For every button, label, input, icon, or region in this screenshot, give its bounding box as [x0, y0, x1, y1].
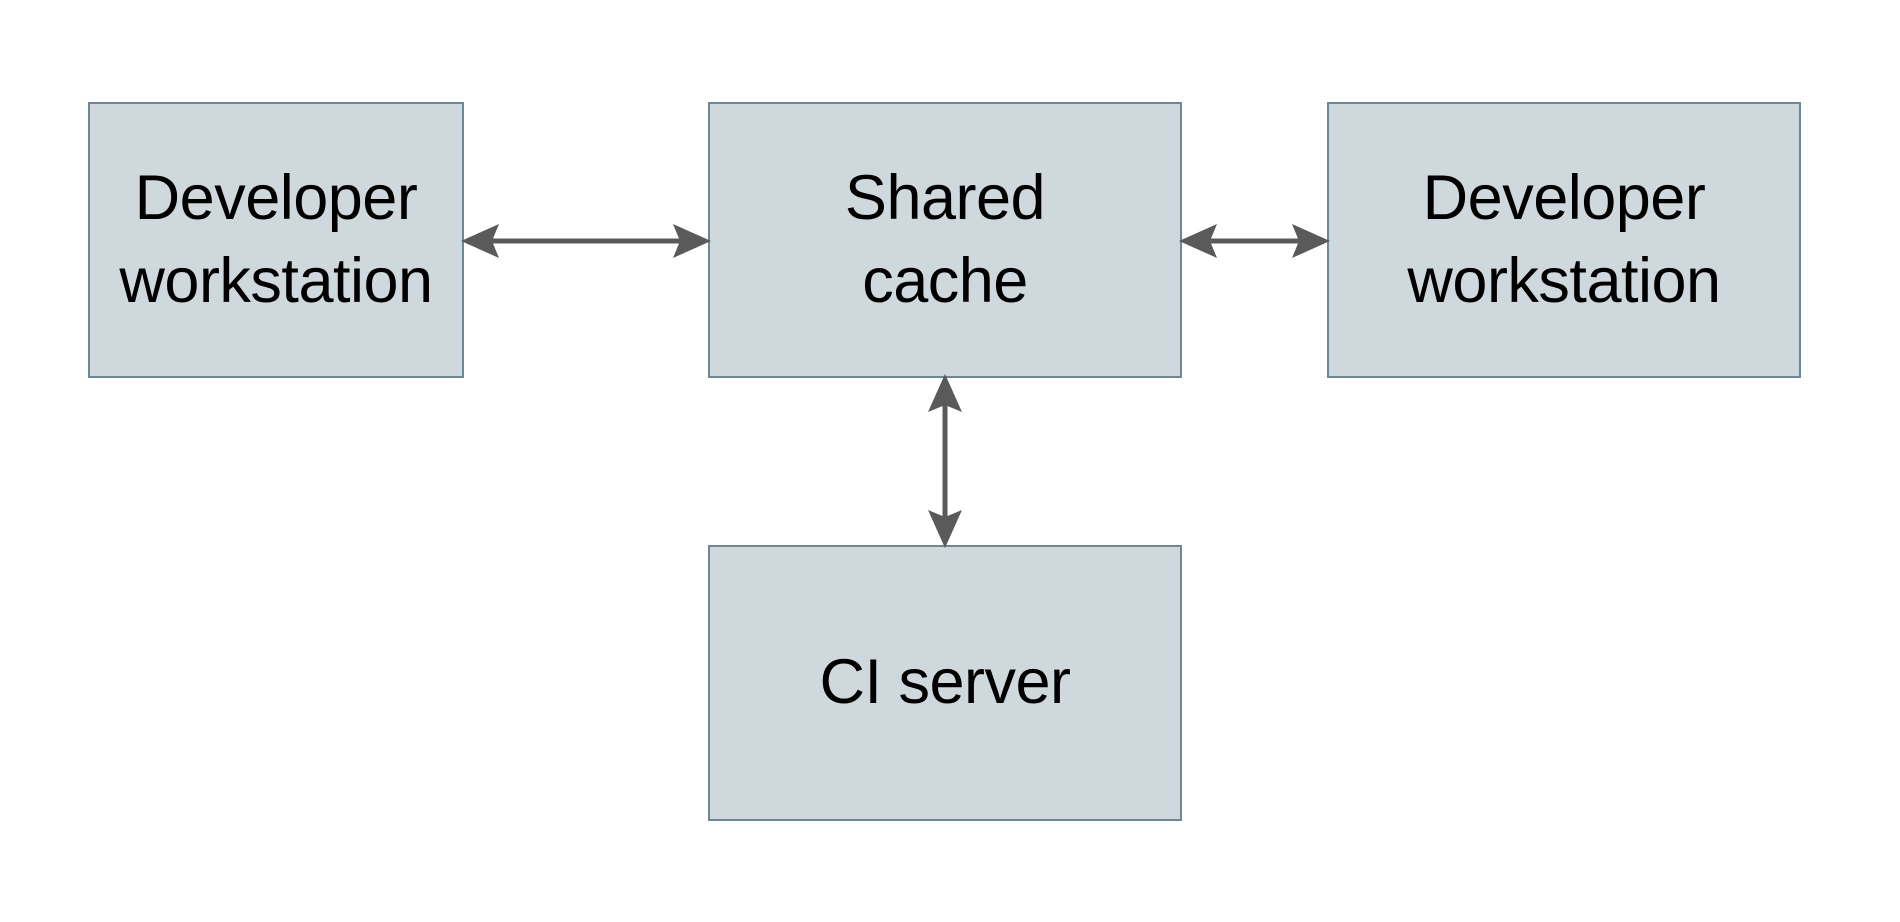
connector-shared-cache-to-dev-right — [1179, 224, 1330, 258]
connector-shared-cache-to-ci-server — [928, 374, 962, 548]
arrowhead-up-icon — [928, 374, 962, 412]
node-ci-server[interactable]: CI server — [708, 545, 1182, 821]
node-shared-cache[interactable]: Shared cache — [708, 102, 1182, 378]
arrowhead-right-icon — [673, 224, 711, 258]
node-label: Developer workstation — [119, 162, 433, 316]
node-developer-workstation-left[interactable]: Developer workstation — [88, 102, 464, 378]
arrowhead-right-icon — [1292, 224, 1330, 258]
node-label: Shared cache — [844, 162, 1046, 316]
arrowhead-left-icon — [461, 224, 499, 258]
connector-dev-left-to-shared-cache — [461, 224, 711, 258]
arrowhead-down-icon — [928, 510, 962, 548]
node-developer-workstation-right[interactable]: Developer workstation — [1327, 102, 1801, 378]
node-label: CI server — [819, 647, 1071, 718]
arrowhead-left-icon — [1179, 224, 1217, 258]
node-label: Developer workstation — [1407, 162, 1721, 316]
